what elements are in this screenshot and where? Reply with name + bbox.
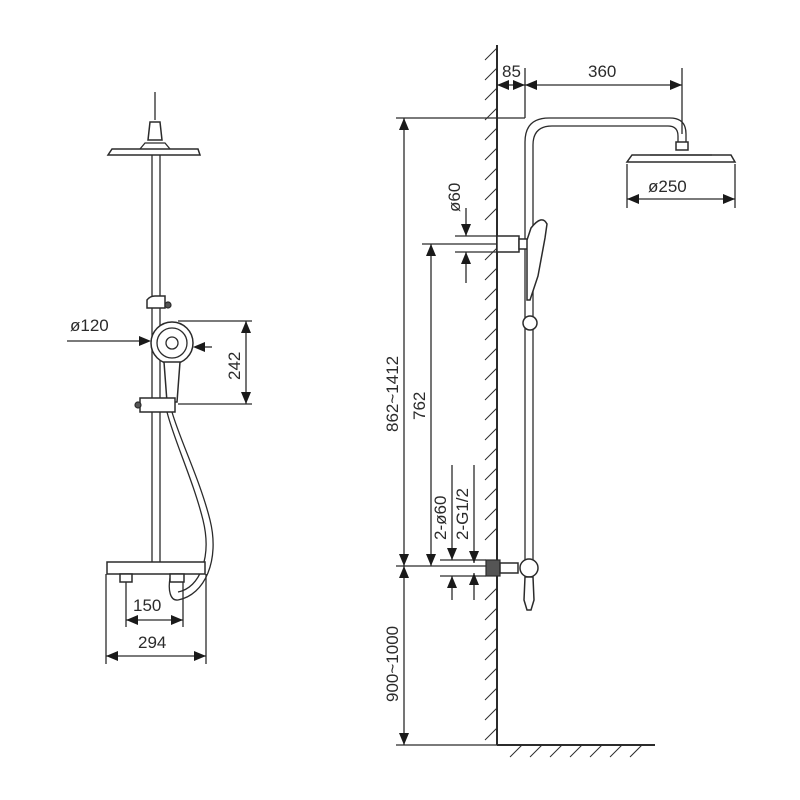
diverter-knob	[146, 295, 166, 309]
hand-shower-center	[165, 336, 179, 350]
floor-hatch	[509, 744, 643, 758]
dim-arrow	[447, 576, 457, 588]
dim-arrow	[126, 615, 138, 625]
inlet-threads-label: 2-G1/2	[453, 488, 472, 540]
head-connector-side	[675, 141, 689, 151]
hand-shower-diameter-label: ø120	[70, 316, 109, 335]
dim-arrow	[194, 651, 206, 661]
inlet-flange	[485, 559, 501, 577]
wall-offset-label: 85	[502, 62, 521, 81]
riser-arm-inner	[532, 125, 679, 560]
mixer-width-label: 294	[138, 633, 166, 652]
sliding-bracket	[139, 397, 176, 413]
dim-arrow	[171, 615, 183, 625]
diverter-screw	[164, 301, 172, 309]
inlet-pipe	[499, 562, 519, 574]
overhead-shower-head-side	[625, 154, 737, 163]
flange-diameter-label: ø60	[445, 183, 464, 212]
dim-arrow	[723, 194, 735, 204]
hand-shower-side	[526, 219, 548, 301]
dim-arrow	[193, 342, 205, 352]
thermostatic-mixer	[106, 561, 206, 575]
front-view: ø120 242 150 294	[67, 92, 252, 664]
dim-arrow	[399, 554, 409, 566]
head-diameter-label: ø250	[648, 177, 687, 196]
hose-outer	[168, 411, 214, 601]
dim-arrow	[106, 651, 118, 661]
head-cap	[139, 142, 171, 150]
riser-arm-outer	[524, 117, 687, 560]
dim-arrow	[447, 548, 457, 560]
inlet-spacing-label: 150	[133, 596, 161, 615]
mixer-body-side	[519, 558, 539, 578]
mixer-handle-left	[119, 573, 133, 583]
wall-hatch	[484, 47, 498, 741]
dim-arrow	[469, 551, 479, 563]
slider-knob	[522, 315, 538, 331]
dim-arrow	[525, 80, 537, 90]
mixer-handle-right	[169, 573, 185, 583]
dim-arrow	[241, 321, 251, 333]
mixer-height-range-label: 900~1000	[383, 626, 402, 702]
dim-arrow	[461, 224, 471, 236]
dim-arrow	[426, 554, 436, 566]
dim-arrow	[399, 566, 409, 578]
dim-arrow	[399, 118, 409, 130]
mixer-handle-side	[523, 576, 535, 611]
hand-shower-ring	[156, 327, 188, 359]
dim-arrow	[670, 80, 682, 90]
bracket-spacing-label: 762	[410, 392, 429, 420]
overhead-shower-head	[106, 148, 202, 156]
side-view: 85 360 ø250 ø60 762 2-ø60 2	[383, 45, 737, 758]
inlet-flanges-label: 2-ø60	[431, 496, 450, 540]
dim-arrow	[426, 244, 436, 256]
bracket-knob	[134, 401, 142, 409]
dim-arrow	[461, 252, 471, 264]
wall-bracket-top	[496, 235, 520, 253]
dim-arrow	[241, 392, 251, 404]
hand-shower-height-label: 242	[225, 352, 244, 380]
dim-arrow	[497, 80, 509, 90]
dim-arrow	[399, 733, 409, 745]
dim-arrow	[513, 80, 525, 90]
hose-inner	[166, 411, 207, 593]
dim-arrow	[469, 573, 479, 585]
dim-arrow	[139, 336, 151, 346]
head-connector	[147, 121, 163, 141]
dim-arrow	[627, 194, 639, 204]
hand-shower-handle	[163, 361, 181, 403]
riser-range-label: 862~1412	[383, 356, 402, 432]
arm-reach-label: 360	[588, 62, 616, 81]
